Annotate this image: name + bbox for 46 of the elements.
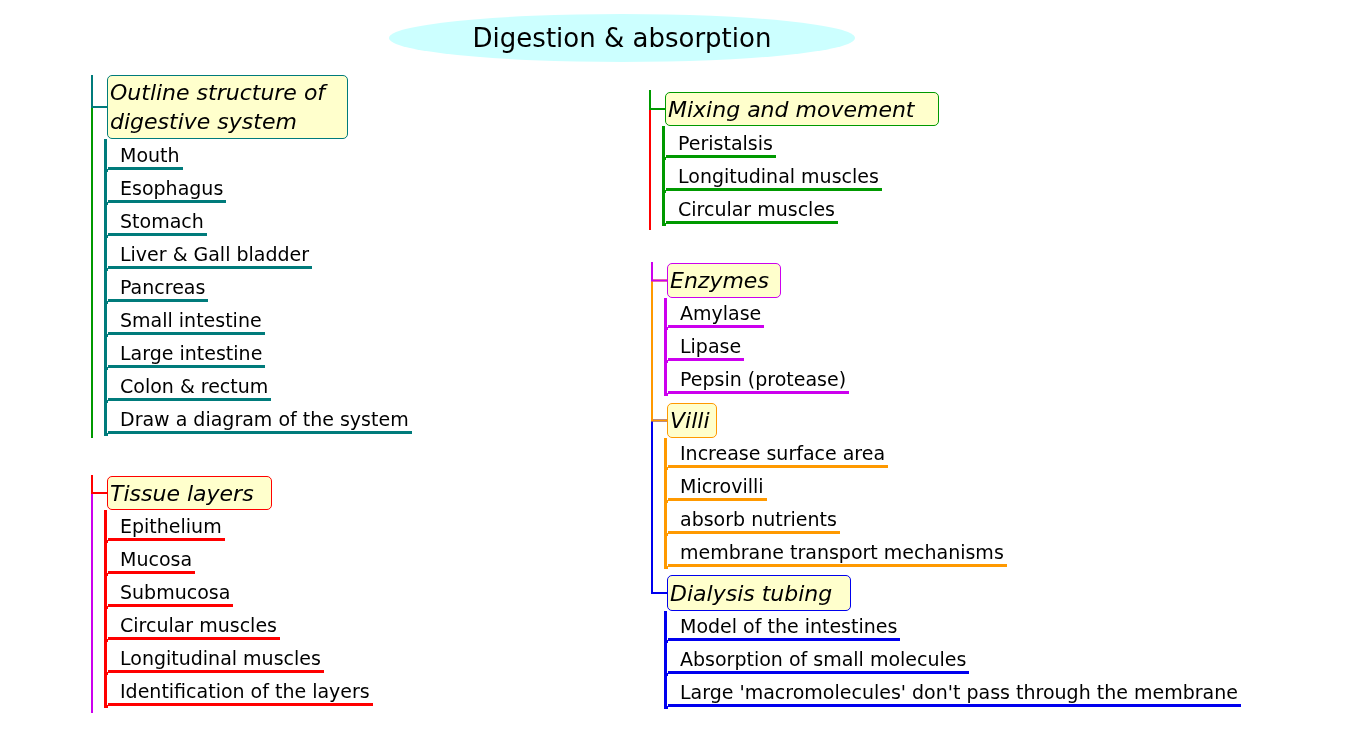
subtopic-text: Peristalsis	[666, 131, 776, 158]
subtopic-text: Small intestine	[108, 308, 265, 335]
connector-line	[104, 510, 109, 708]
subtopic-text: Circular muscles	[108, 613, 280, 640]
topic-box: Enzymes	[667, 263, 781, 298]
subtopic-text: Liver & Gall bladder	[108, 242, 313, 269]
subtopic-text: membrane transport mechanisms	[668, 540, 1007, 567]
subtopic-text: absorb nutrients	[668, 507, 840, 534]
subtopic-text: Esophagus	[108, 176, 227, 203]
subtopic-text: Longitudinal muscles	[108, 646, 324, 673]
connector-line	[651, 261, 668, 282]
subtopic-text: Draw a diagram of the system	[108, 407, 412, 434]
subtopic-text: Submucosa	[108, 580, 234, 607]
subtopic-text: Pancreas	[108, 275, 209, 302]
subtopic-text: Mouth	[108, 143, 183, 170]
subtopic-text: Pepsin (protease)	[668, 367, 850, 394]
topic-box: Villi	[667, 403, 717, 438]
subtopic-text: Epithelium	[108, 514, 225, 541]
subtopic-text: Large intestine	[108, 341, 266, 368]
connector-line	[651, 279, 668, 422]
subtopic-text: Stomach	[108, 209, 207, 236]
root-ellipse: Digestion & absorption	[389, 14, 855, 62]
topic-box: Outline structure of digestive system	[107, 75, 348, 139]
subtopic-text: Identification of the layers	[108, 679, 373, 706]
subtopic-text: Colon & rectum	[108, 374, 272, 401]
topic-box: Tissue layers	[107, 476, 272, 510]
subtopic-text: Increase surface area	[668, 441, 889, 468]
subtopic-text: Lipase	[668, 334, 745, 361]
subtopic-text: Circular muscles	[666, 197, 838, 224]
connector-line	[662, 126, 667, 226]
subtopic-text: Model of the intestines	[668, 614, 901, 641]
connector-line	[664, 438, 669, 569]
connector-line	[649, 89, 666, 110]
subtopic-text: Absorption of small molecules	[668, 647, 970, 674]
subtopic-text: Amylase	[668, 301, 765, 328]
connector-line	[91, 474, 108, 494]
connector-line	[91, 74, 108, 108]
subtopic-text: Microvilli	[668, 474, 767, 501]
topic-box: Dialysis tubing	[667, 575, 851, 611]
subtopic-text: Large 'macromolecules' don't pass through the membrane	[668, 680, 1241, 707]
topic-box: Mixing and movement	[665, 92, 939, 126]
connector-line	[664, 611, 669, 709]
subtopic-text: Mucosa	[108, 547, 196, 574]
connector-line	[651, 419, 668, 594]
connector-line	[664, 298, 669, 396]
subtopic-text: Longitudinal muscles	[666, 164, 882, 191]
